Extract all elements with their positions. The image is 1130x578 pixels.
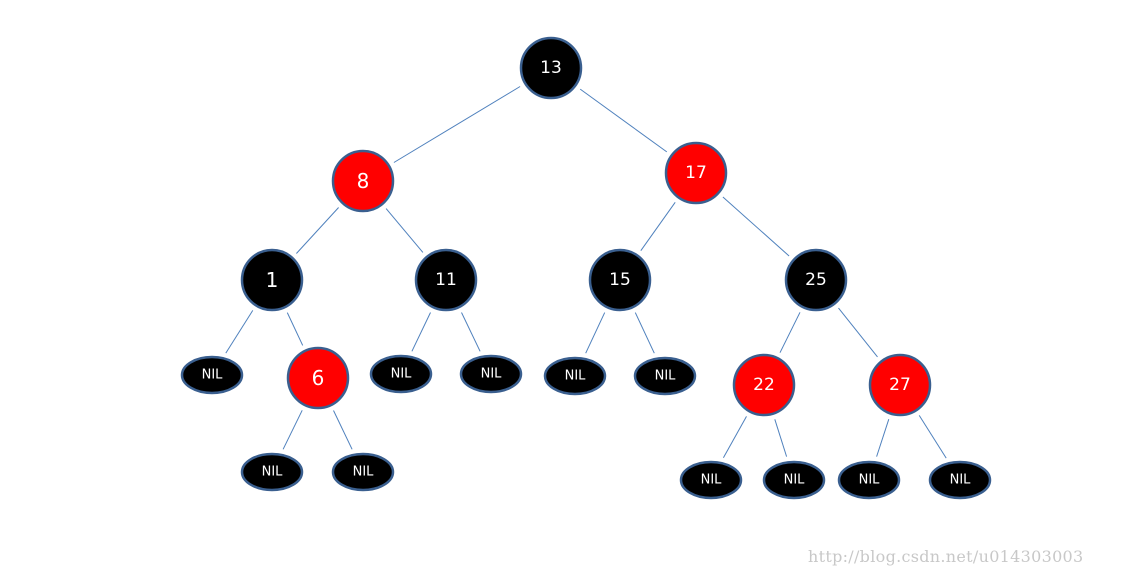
black-node-circle xyxy=(588,248,652,312)
tree-node-nil11a: NIL xyxy=(369,354,433,394)
nil-label: NIL xyxy=(565,369,587,384)
tree-node-n27: 27 xyxy=(868,353,932,417)
tree-edges xyxy=(225,86,947,459)
node-key-label: 15 xyxy=(609,270,631,290)
nil-label: NIL xyxy=(353,465,375,480)
nil-leaf-shape xyxy=(837,460,901,500)
edge-n11-nil11b xyxy=(461,312,481,352)
edge-n22-nil22a xyxy=(722,416,747,458)
tree-node-nil6a: NIL xyxy=(240,452,304,492)
black-node-circle xyxy=(414,248,478,312)
nil-label: NIL xyxy=(202,368,224,383)
edge-n6-nil6a xyxy=(282,410,303,450)
black-node-circle xyxy=(784,248,848,312)
nil-leaf-shape xyxy=(369,354,433,394)
edge-n17-n25 xyxy=(722,196,790,257)
nil-leaf-shape xyxy=(762,460,826,500)
edge-n27-nil27b xyxy=(918,415,947,459)
node-key-label: 22 xyxy=(753,375,775,395)
edge-n13-n17 xyxy=(579,88,668,153)
nil-label: NIL xyxy=(859,473,881,488)
red-node-circle xyxy=(664,141,728,205)
tree-node-nil1a: NIL xyxy=(180,355,244,395)
tree-node-n22: 22 xyxy=(732,353,796,417)
edge-n27-nil27a xyxy=(876,419,890,457)
nil-label: NIL xyxy=(950,473,972,488)
tree-node-nil22a: NIL xyxy=(679,460,743,500)
red-node-circle xyxy=(286,346,350,410)
watermark-url: http://blog.csdn.net/u014303003 xyxy=(808,547,1084,566)
tree-node-nil27b: NIL xyxy=(928,460,992,500)
edge-n11-nil11a xyxy=(411,312,431,352)
nil-label: NIL xyxy=(784,473,806,488)
nil-leaf-shape xyxy=(180,355,244,395)
tree-node-n6: 6 xyxy=(286,346,350,410)
nil-leaf-shape xyxy=(459,354,523,394)
tree-node-nil6b: NIL xyxy=(331,452,395,492)
edge-n15-nil15a xyxy=(585,312,606,354)
red-node-circle xyxy=(331,149,395,213)
nil-leaf-shape xyxy=(633,356,697,396)
nil-leaf-shape xyxy=(928,460,992,500)
edge-n1-n6 xyxy=(286,312,304,346)
edge-n8-n1 xyxy=(296,207,339,254)
node-key-label: 17 xyxy=(685,163,707,183)
node-key-label: 25 xyxy=(805,270,827,290)
tree-node-nil15a: NIL xyxy=(543,356,607,396)
tree-node-nil22b: NIL xyxy=(762,460,826,500)
node-key-label: 6 xyxy=(312,366,325,390)
tree-node-n15: 15 xyxy=(588,248,652,312)
edge-n22-nil22b xyxy=(774,419,788,457)
tree-node-n25: 25 xyxy=(784,248,848,312)
edge-n17-n15 xyxy=(640,202,676,251)
tree-node-nil11b: NIL xyxy=(459,354,523,394)
tree-node-n17: 17 xyxy=(664,141,728,205)
nil-label: NIL xyxy=(481,367,503,382)
red-node-circle xyxy=(868,353,932,417)
node-key-label: 1 xyxy=(266,268,279,292)
red-node-circle xyxy=(732,353,796,417)
tree-node-n1: 1 xyxy=(240,248,304,312)
edge-n15-nil15b xyxy=(634,312,655,354)
node-key-label: 11 xyxy=(435,270,457,290)
nil-label: NIL xyxy=(391,367,413,382)
tree-node-n13: 13 xyxy=(519,36,583,100)
nil-leaf-shape xyxy=(679,460,743,500)
edge-n25-n27 xyxy=(838,307,878,358)
node-key-label: 8 xyxy=(357,169,370,193)
tree-node-n8: 8 xyxy=(331,149,395,213)
tree-node-nil15b: NIL xyxy=(633,356,697,396)
tree-node-n11: 11 xyxy=(414,248,478,312)
nil-label: NIL xyxy=(701,473,723,488)
nil-leaf-shape xyxy=(331,452,395,492)
black-node-circle xyxy=(519,36,583,100)
black-node-circle xyxy=(240,248,304,312)
node-key-label: 13 xyxy=(540,58,562,78)
edge-n13-n8 xyxy=(393,86,521,163)
nil-leaf-shape xyxy=(543,356,607,396)
edge-n25-n22 xyxy=(779,312,801,353)
edge-n8-n11 xyxy=(385,208,424,253)
tree-node-nil27a: NIL xyxy=(837,460,901,500)
edge-n1-nil1a xyxy=(225,310,254,354)
nil-leaf-shape xyxy=(240,452,304,492)
node-key-label: 27 xyxy=(889,375,911,395)
nil-label: NIL xyxy=(262,465,284,480)
edge-n6-nil6b xyxy=(333,410,353,450)
nil-label: NIL xyxy=(655,369,677,384)
